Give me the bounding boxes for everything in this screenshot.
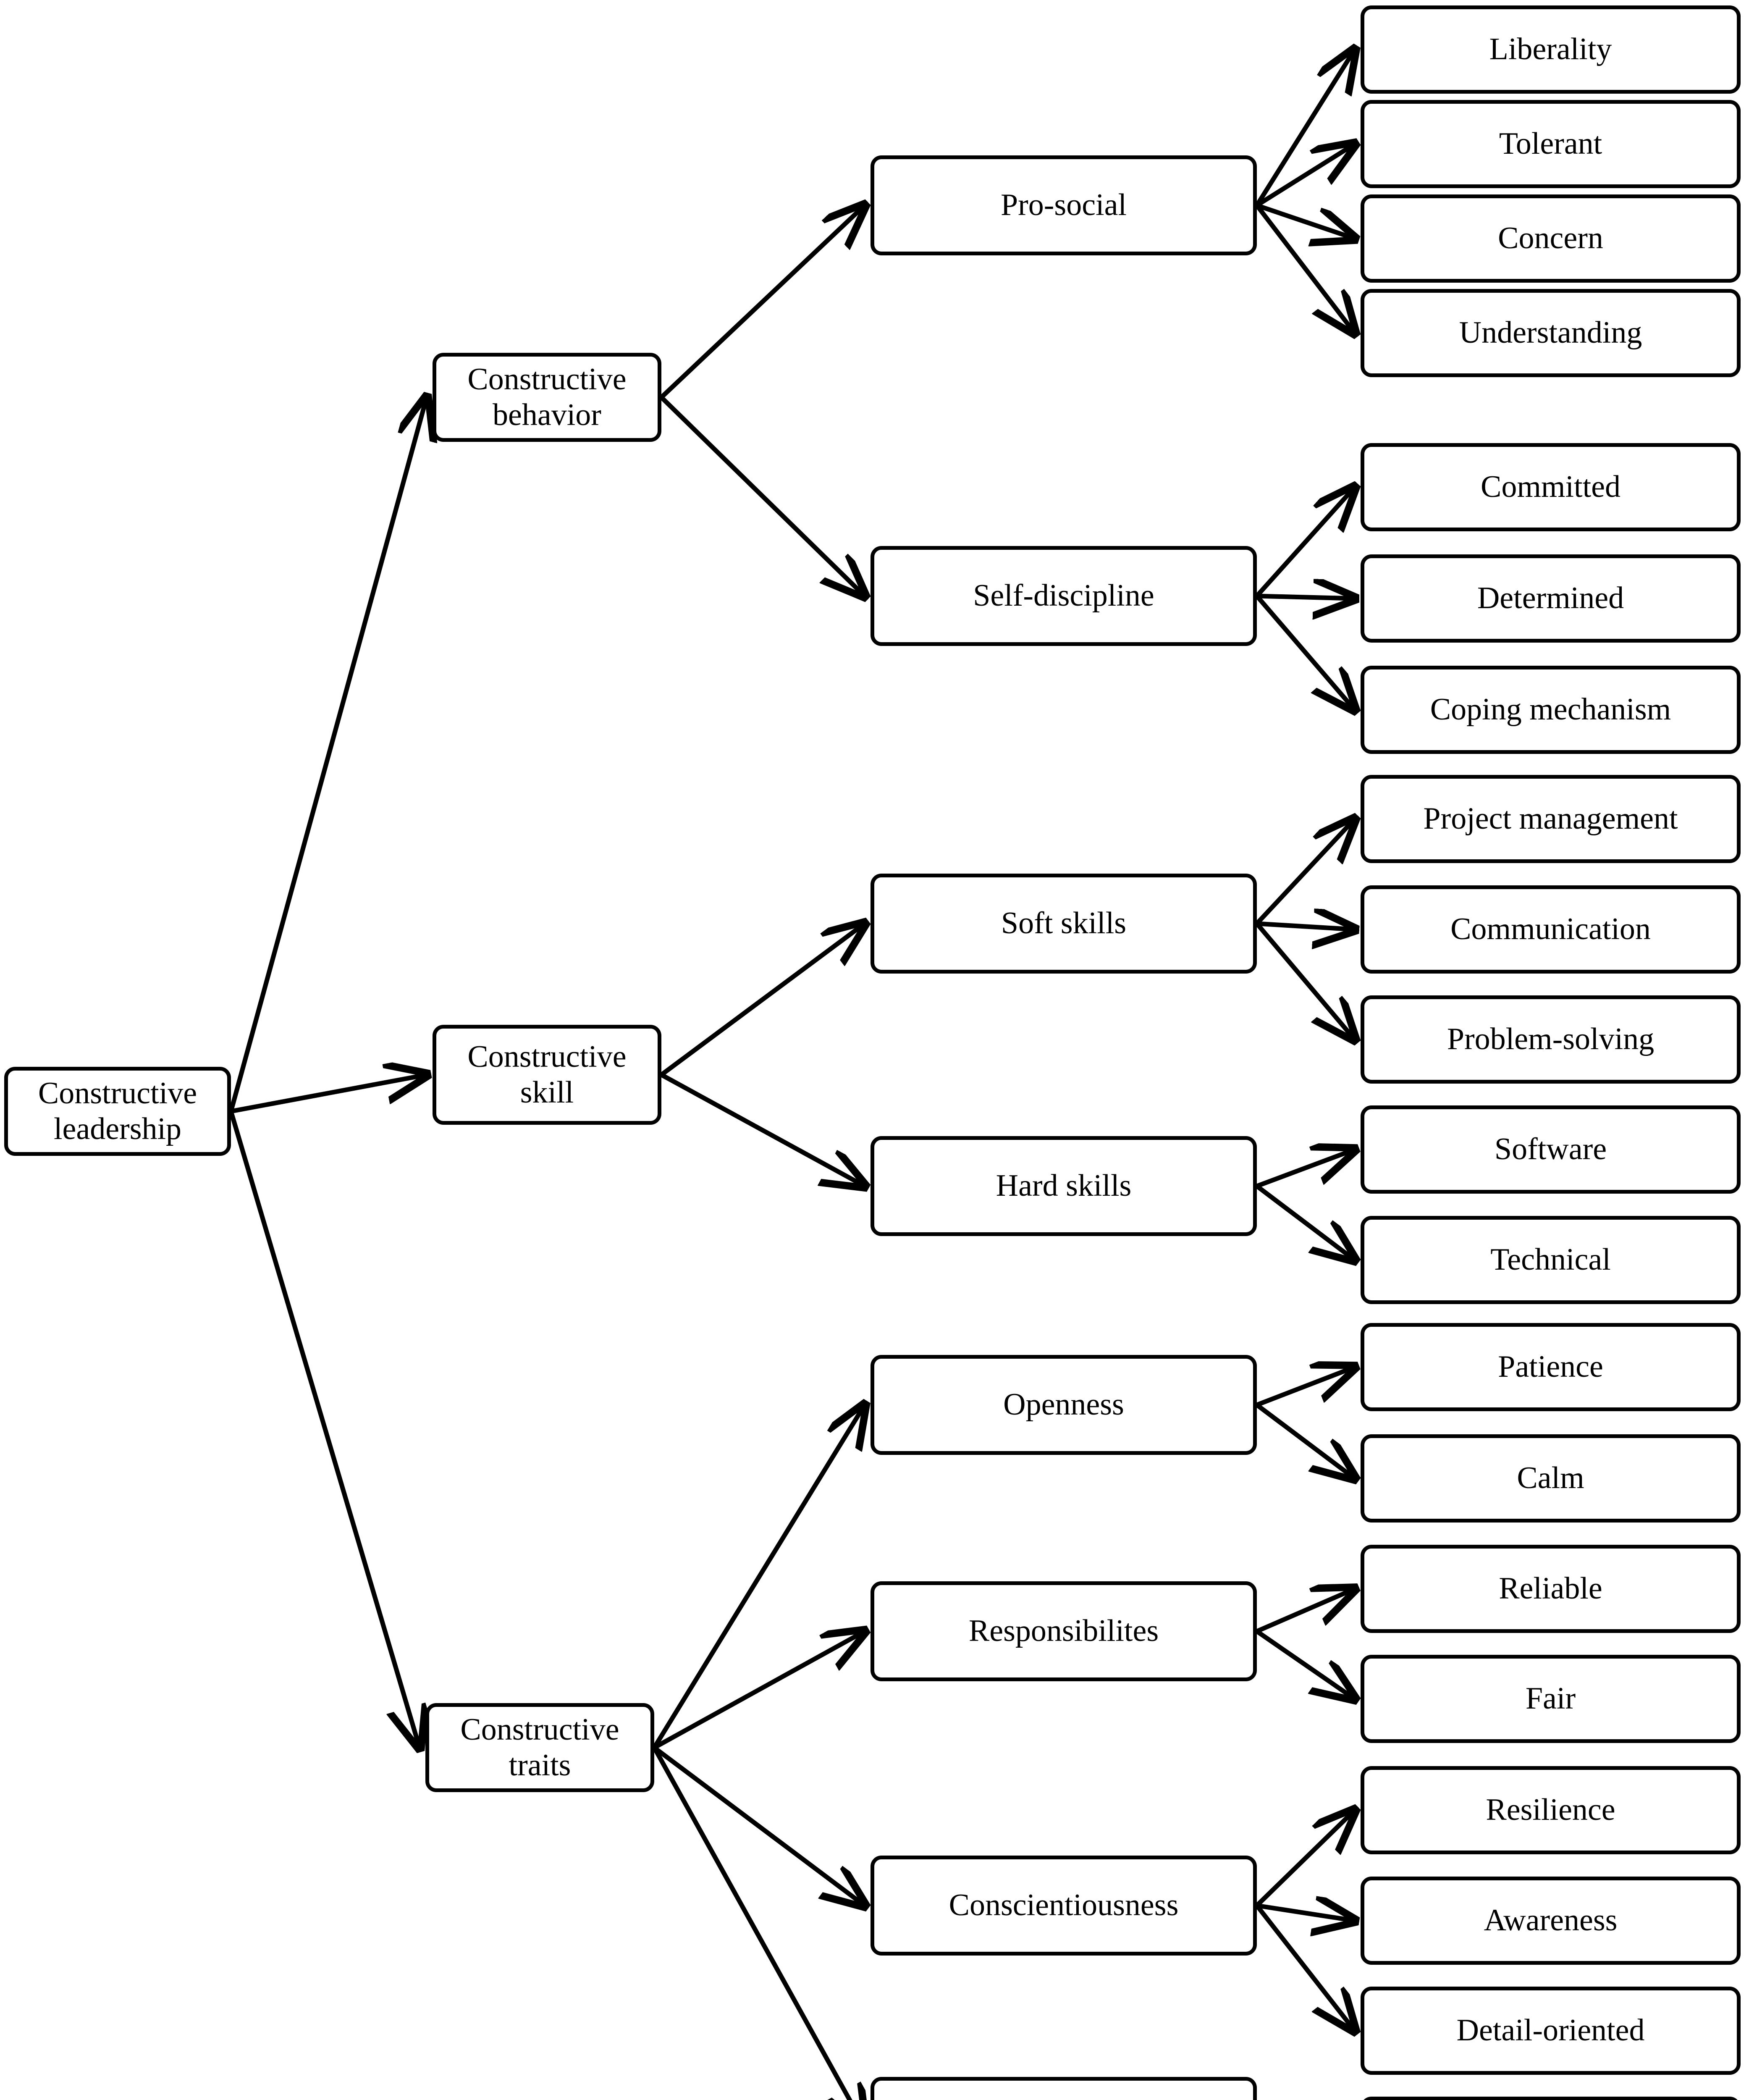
node-conscientiousness[interactable]: Conscientiousness — [871, 1856, 1257, 1956]
edge-constructive-skill-to-hard-skills — [659, 1072, 865, 1186]
node-liberality[interactable]: Liberality — [1361, 5, 1741, 94]
edge-constructive-traits-to-conscientiousness — [652, 1745, 865, 1906]
node-label-constructive-skill: Constructive skill — [467, 1039, 627, 1110]
node-determined[interactable]: Determined — [1361, 554, 1741, 643]
node-label-calm: Calm — [1517, 1461, 1584, 1496]
edge-responsibilites-to-fair — [1254, 1629, 1355, 1699]
node-label-patience: Patience — [1498, 1349, 1603, 1384]
node-label-coping-mechanism: Coping mechanism — [1430, 692, 1671, 727]
node-constructive-behavior[interactable]: Constructive behavior — [433, 353, 661, 442]
edge-constructive-behavior-to-self-discipline — [659, 395, 865, 596]
node-fair[interactable]: Fair — [1361, 1655, 1741, 1743]
edge-conscientiousness-to-awareness — [1254, 1906, 1355, 1921]
node-label-understanding: Understanding — [1459, 315, 1642, 350]
edge-constructive-leadership-to-constructive-skill — [228, 1075, 427, 1114]
node-label-communication: Communication — [1450, 912, 1651, 947]
node-label-problem-solving: Problem-solving — [1447, 1022, 1655, 1057]
node-hard-skills[interactable]: Hard skills — [871, 1136, 1257, 1236]
node-committed[interactable]: Committed — [1361, 443, 1741, 531]
edge-constructive-traits-to-passionate — [652, 1745, 865, 2100]
node-concern[interactable]: Concern — [1361, 194, 1741, 283]
node-label-constructive-behavior: Constructive behavior — [467, 362, 627, 432]
node-label-tolerant: Tolerant — [1499, 126, 1602, 161]
node-software[interactable]: Software — [1361, 1105, 1741, 1194]
node-label-concern: Concern — [1498, 221, 1603, 256]
node-detail-oriented[interactable]: Detail-oriented — [1361, 1987, 1741, 2075]
edge-soft-skills-to-problem-solving — [1254, 921, 1355, 1040]
edge-conscientiousness-to-detail-oriented — [1254, 1903, 1355, 2031]
edge-openness-to-patience — [1254, 1367, 1355, 1407]
edge-constructive-traits-to-openness — [652, 1405, 865, 1750]
node-technical[interactable]: Technical — [1361, 1216, 1741, 1304]
node-constructive-skill[interactable]: Constructive skill — [433, 1025, 661, 1125]
node-label-openness: Openness — [1003, 1387, 1124, 1422]
node-label-resilience: Resilience — [1486, 1793, 1615, 1827]
node-self-discipline[interactable]: Self-discipline — [871, 546, 1257, 646]
node-communication[interactable]: Communication — [1361, 885, 1741, 974]
node-label-constructive-traits: Constructive traits — [460, 1712, 619, 1782]
node-constructive-traits[interactable]: Constructive traits — [425, 1703, 654, 1792]
edge-constructive-skill-to-soft-skills — [659, 924, 865, 1077]
node-reliable[interactable]: Reliable — [1361, 1545, 1741, 1633]
edge-conscientiousness-to-resilience — [1254, 1810, 1355, 1908]
edge-soft-skills-to-project-management — [1254, 819, 1355, 926]
node-label-awareness: Awareness — [1484, 1903, 1618, 1938]
node-patience[interactable]: Patience — [1361, 1323, 1741, 1411]
node-openness[interactable]: Openness — [871, 1355, 1257, 1455]
node-focused[interactable]: Focused — [1361, 2097, 1741, 2100]
node-label-soft-skills: Soft skills — [1001, 906, 1127, 941]
edge-pro-social-to-concern — [1254, 203, 1355, 239]
node-label-hard-skills: Hard skills — [996, 1168, 1132, 1203]
node-resilience[interactable]: Resilience — [1361, 1766, 1741, 1854]
node-coping-mechanism[interactable]: Coping mechanism — [1361, 666, 1741, 754]
edge-constructive-behavior-to-pro-social — [659, 205, 865, 400]
node-constructive-leadership[interactable]: Constructive leadership — [4, 1067, 231, 1156]
node-label-determined: Determined — [1477, 581, 1624, 616]
node-tolerant[interactable]: Tolerant — [1361, 100, 1741, 188]
node-awareness[interactable]: Awareness — [1361, 1877, 1741, 1965]
node-understanding[interactable]: Understanding — [1361, 289, 1741, 377]
node-label-pro-social: Pro-social — [1000, 188, 1127, 223]
edge-pro-social-to-understanding — [1254, 203, 1355, 333]
node-label-self-discipline: Self-discipline — [973, 578, 1154, 613]
node-label-constructive-leadership: Constructive leadership — [38, 1076, 197, 1146]
edge-pro-social-to-tolerant — [1254, 144, 1355, 208]
node-project-management[interactable]: Project management — [1361, 775, 1741, 863]
edge-responsibilites-to-reliable — [1254, 1589, 1355, 1634]
node-label-responsibilites: Responsibilites — [968, 1614, 1159, 1648]
edge-openness-to-calm — [1254, 1402, 1355, 1478]
node-label-conscientiousness: Conscientiousness — [949, 1888, 1179, 1923]
edge-hard-skills-to-technical — [1254, 1184, 1355, 1260]
node-label-fair: Fair — [1525, 1681, 1576, 1716]
edge-self-discipline-to-determined — [1254, 596, 1355, 598]
node-label-project-management: Project management — [1423, 801, 1678, 836]
node-label-technical: Technical — [1490, 1242, 1611, 1277]
node-soft-skills[interactable]: Soft skills — [871, 874, 1257, 974]
edge-self-discipline-to-coping-mechanism — [1254, 593, 1355, 710]
edge-constructive-traits-to-responsibilites — [652, 1631, 865, 1750]
edge-hard-skills-to-software — [1254, 1150, 1355, 1189]
edge-constructive-leadership-to-constructive-traits — [228, 1109, 420, 1748]
node-label-committed: Committed — [1481, 470, 1621, 504]
edge-pro-social-to-liberality — [1254, 50, 1355, 208]
node-passionate[interactable]: Passionate — [871, 2077, 1257, 2100]
node-label-detail-oriented: Detail-oriented — [1456, 2013, 1645, 2048]
node-calm[interactable]: Calm — [1361, 1434, 1741, 1522]
node-label-reliable: Reliable — [1499, 1571, 1602, 1606]
node-label-software: Software — [1494, 1132, 1607, 1167]
node-responsibilites[interactable]: Responsibilites — [871, 1581, 1257, 1681]
edge-soft-skills-to-communication — [1254, 924, 1355, 929]
edge-constructive-leadership-to-constructive-behavior — [228, 397, 427, 1114]
node-pro-social[interactable]: Pro-social — [871, 155, 1257, 255]
edge-self-discipline-to-committed — [1254, 487, 1355, 598]
node-label-liberality: Liberality — [1489, 32, 1612, 67]
node-problem-solving[interactable]: Problem-solving — [1361, 995, 1741, 1084]
